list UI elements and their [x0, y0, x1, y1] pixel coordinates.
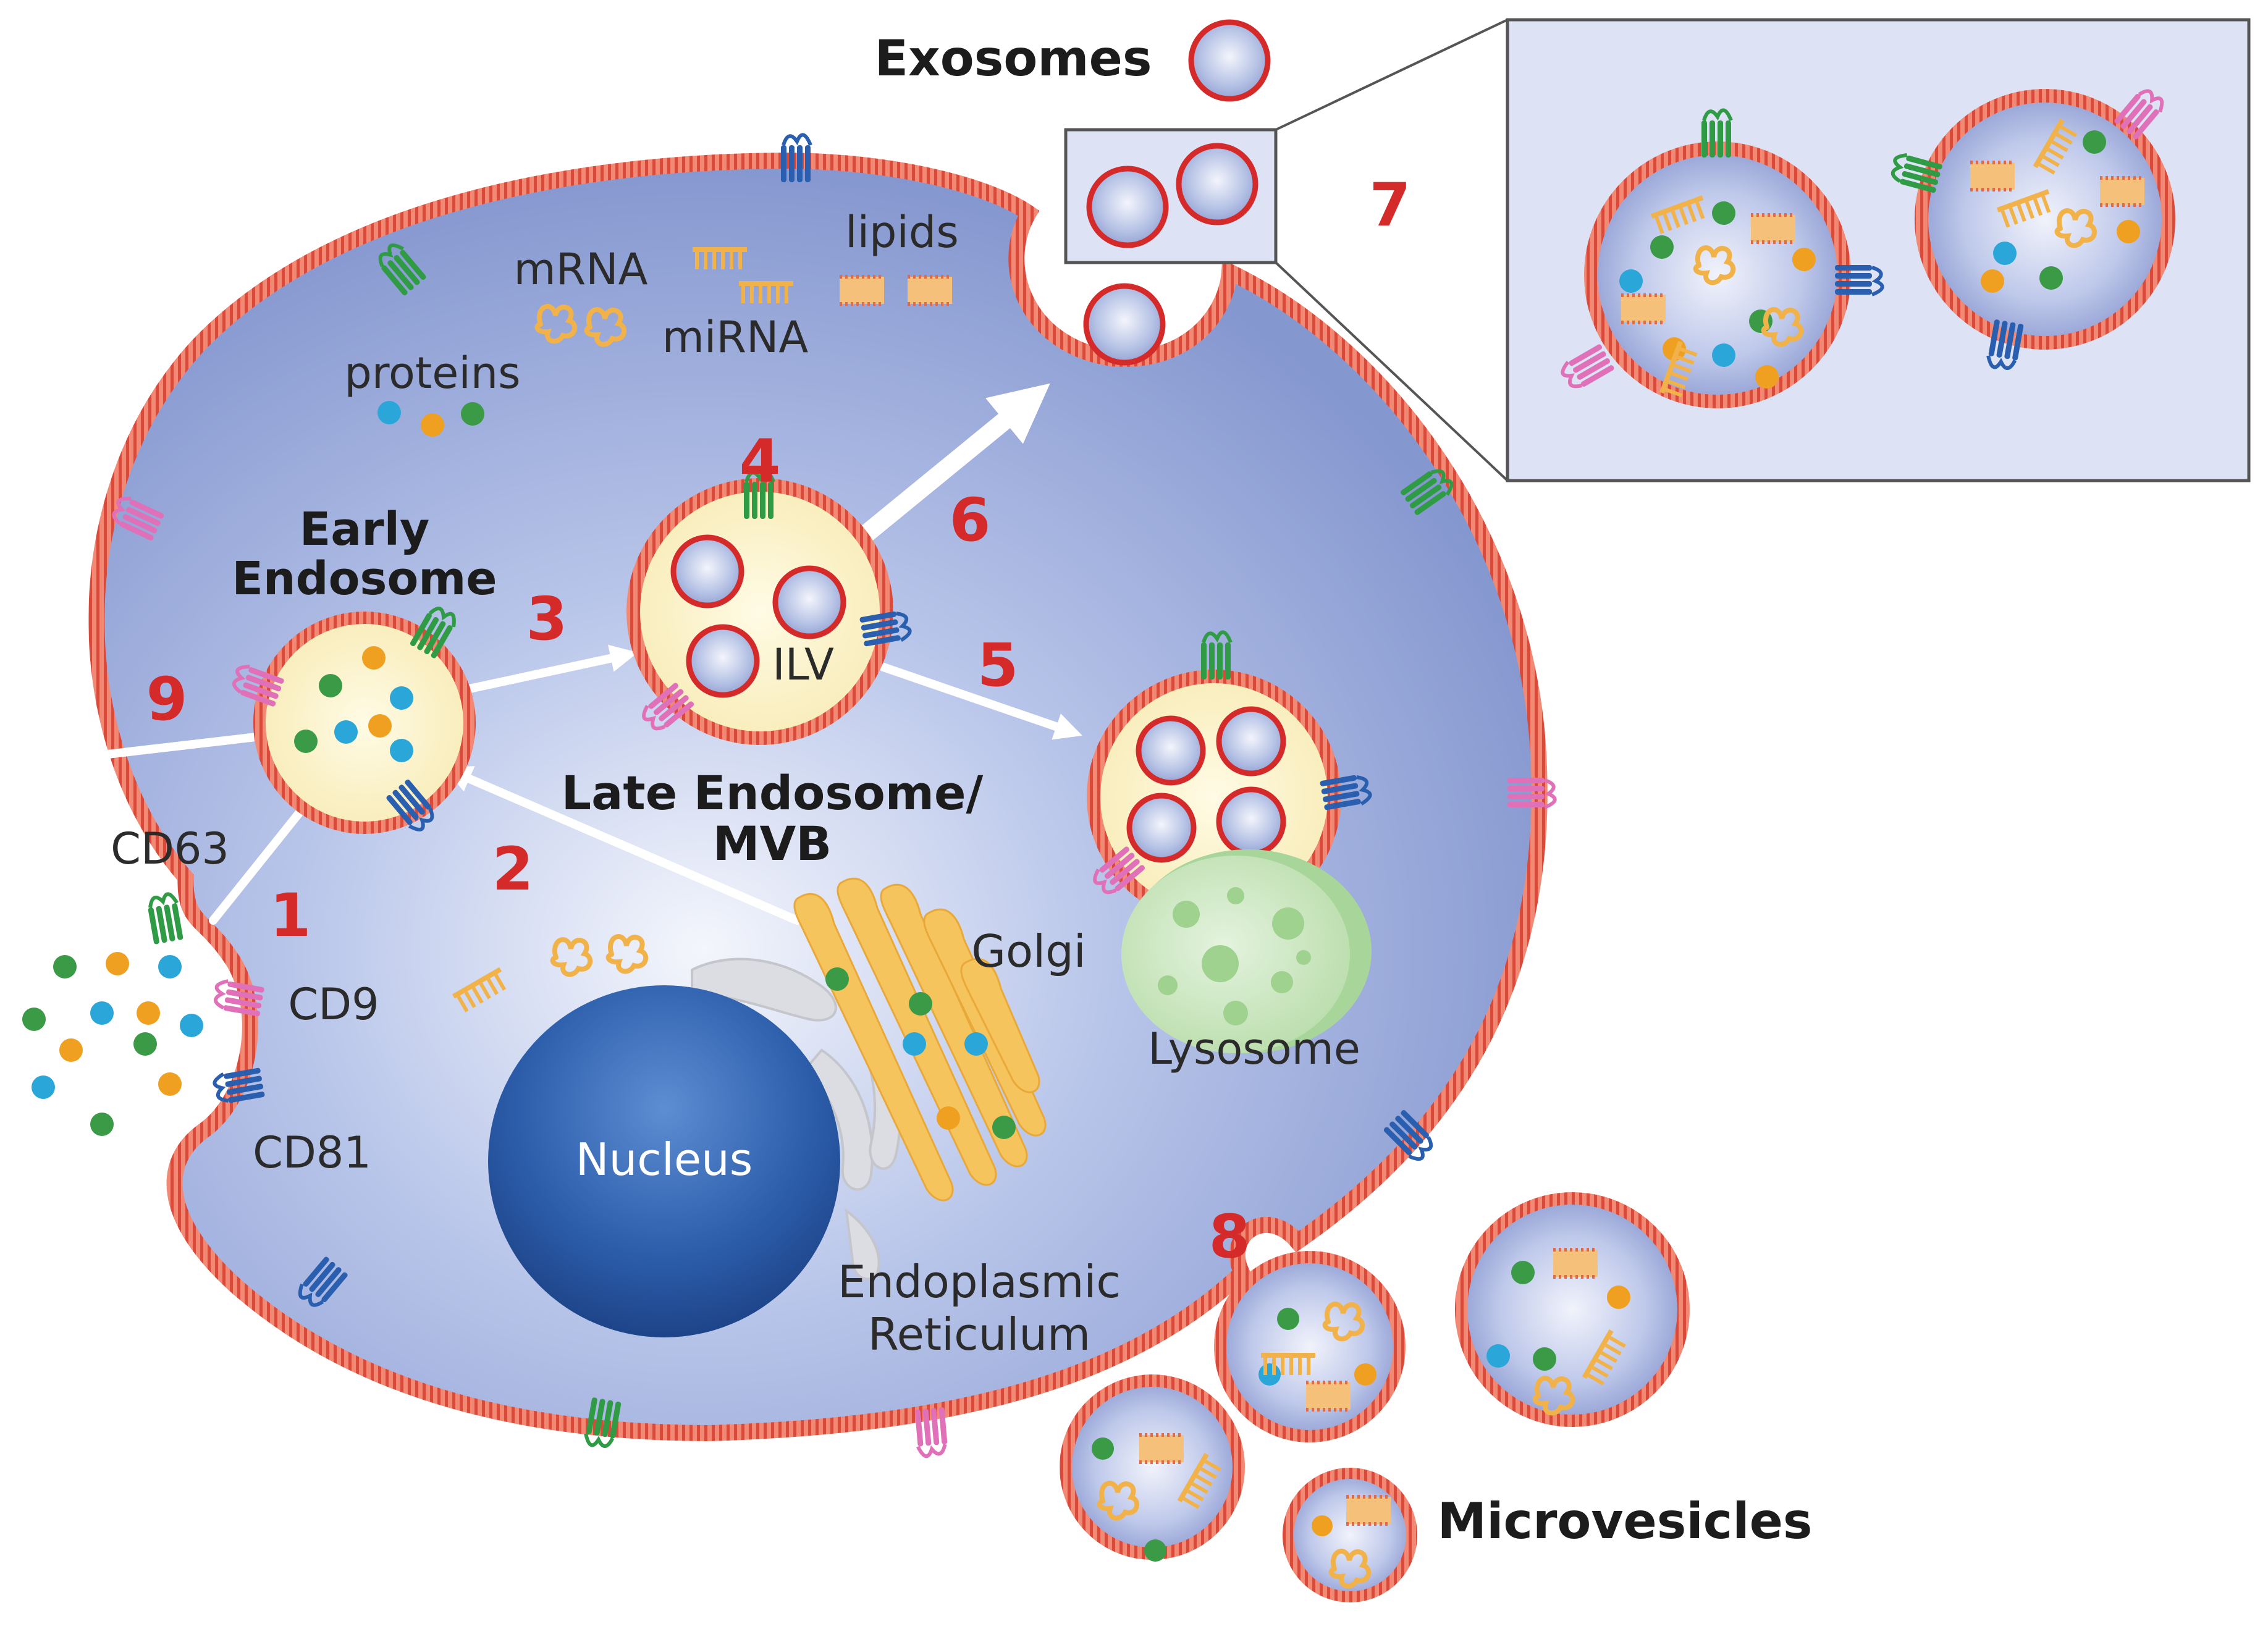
exosome-detail-panel [1506, 18, 2251, 482]
detail-exosome-2 [1889, 85, 2175, 371]
microvesicle-large [1455, 1192, 1690, 1427]
golgi-label: Golgi [971, 925, 1086, 977]
late-endosome-label-line2: MVB [713, 816, 832, 871]
lipids-label: lipids [845, 207, 959, 258]
microvesicle-bottom-left [1060, 1374, 1245, 1562]
trafficking-arrows [75, 383, 1082, 925]
step-number-2: 2 [492, 835, 534, 904]
early-endosome [230, 604, 476, 834]
microvesicles [1060, 1192, 1690, 1602]
arrow-step9 [75, 731, 276, 769]
step-number-3: 3 [526, 584, 568, 654]
step-number-5: 5 [977, 631, 1019, 700]
arrow-step6 [853, 383, 1050, 547]
late-endosome-label-line1: Late Endosome/ [562, 765, 984, 820]
microvesicle-small [1283, 1468, 1417, 1602]
cytosolic-cargo [377, 247, 952, 1014]
golgi-proteins [825, 967, 1016, 1139]
exosomes-label: Exosomes [874, 30, 1152, 87]
arrow-step5 [879, 663, 1082, 740]
cd81-label: CD81 [253, 1127, 371, 1178]
cd63-label: CD63 [111, 823, 229, 874]
budding-microvesicle [1214, 1251, 1406, 1442]
step-number-6: 6 [950, 486, 991, 555]
proteins-label: proteins [344, 348, 520, 398]
step-number-1: 1 [270, 881, 311, 950]
arrow-step2 [444, 766, 801, 925]
arrow-step3 [465, 644, 638, 693]
step-number-4: 4 [740, 427, 781, 496]
cd9-label: CD9 [288, 979, 379, 1030]
early-endosome-label-line2: Endosome [232, 552, 497, 605]
step-number-9: 9 [146, 665, 188, 734]
ilv-label: ILV [772, 639, 834, 690]
step-numbers: 1 2 3 4 5 6 7 8 9 [146, 170, 1411, 1271]
lysosome-label: Lysosome [1148, 1024, 1360, 1074]
nucleus-label: Nucleus [576, 1134, 753, 1185]
mirna-label: miRNA [662, 312, 809, 363]
exosome-legend-icon [1188, 19, 1271, 102]
released-exosomes [1064, 19, 1509, 482]
er-label-line2: Reticulum [868, 1308, 1090, 1360]
step-number-8: 8 [1209, 1202, 1250, 1271]
microvesicles-label: Microvesicles [1437, 1492, 1812, 1550]
mrna-label: mRNA [513, 244, 647, 295]
extracellular-proteins [22, 952, 203, 1136]
late-endosome-mvb: ILV [626, 471, 911, 745]
detail-exosome-1 [1559, 110, 1882, 408]
early-endosome-label-line1: Early [300, 503, 430, 556]
er-label-line1: Endoplasmic [838, 1256, 1121, 1308]
nucleus: Nucleus [488, 985, 840, 1337]
lysosome [1121, 849, 1372, 1053]
step-number-7: 7 [1370, 170, 1411, 240]
arrow-step1 [209, 788, 319, 925]
